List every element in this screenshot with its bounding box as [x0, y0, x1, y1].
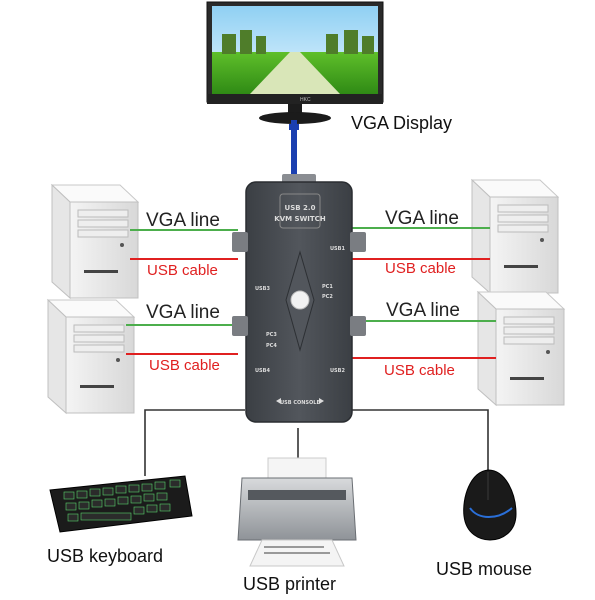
- usb-cable-label-left-bottom: USB cable: [149, 357, 220, 374]
- usb-keyboard-label: USB keyboard: [47, 546, 164, 566]
- switch-usb1-label: USB1: [330, 246, 345, 252]
- switch-model-label: USB 2.0: [285, 204, 316, 212]
- switch-console-label: USB CONSOLE: [280, 400, 320, 406]
- vga-display-label: VGA Display: [351, 113, 453, 133]
- vga-line-label-left-top: VGA line: [146, 210, 220, 231]
- switch-select-button[interactable]: [290, 290, 310, 310]
- switch-pc4-label: PC4: [266, 343, 277, 349]
- usb-mouse: [463, 469, 517, 541]
- switch-usb2-label: USB2: [330, 368, 345, 374]
- switch-name-label: KVM SWITCH: [274, 215, 326, 223]
- usb-keyboard: [49, 475, 193, 533]
- usb-cable-label-right-bottom: USB cable: [384, 362, 455, 379]
- connection-lines: [126, 227, 496, 476]
- computer-tower-pc1: [50, 183, 140, 300]
- vga-line-label-right-top: VGA line: [385, 208, 459, 229]
- kvm-switch: USB 2.0 KVM SWITCH PC1 PC2 PC3 PC4 USB1 …: [232, 174, 366, 423]
- usb-cable-label-left-top: USB cable: [147, 262, 218, 279]
- usb-printer: [237, 457, 357, 567]
- console-right-arrow-icon: [319, 398, 324, 404]
- usb-printer-label: USB printer: [243, 574, 337, 594]
- switch-pc1-label: PC1: [322, 284, 333, 290]
- monitor-brand: HKC: [300, 97, 311, 103]
- vga-line-label-left-bottom: VGA line: [146, 302, 220, 323]
- computer-tower-pc3: [476, 290, 566, 407]
- switch-pc3-label: PC3: [266, 332, 277, 338]
- computer-tower-pc2: [470, 178, 560, 295]
- vga-line-label-right-bottom: VGA line: [386, 300, 460, 321]
- usb-cable-label-right-top: USB cable: [385, 260, 456, 277]
- switch-usb4-label: USB4: [255, 368, 270, 374]
- switch-usb3-label: USB3: [255, 286, 270, 292]
- mouse-cable: [350, 409, 489, 470]
- switch-pc2-label: PC2: [322, 294, 333, 300]
- vga-display-monitor: HKC: [206, 1, 384, 124]
- usb-mouse-label: USB mouse: [436, 559, 533, 579]
- console-left-arrow-icon: [276, 398, 281, 404]
- video-cable: [289, 120, 299, 176]
- computer-tower-pc4: [46, 298, 136, 415]
- keyboard-cable: [144, 409, 245, 476]
